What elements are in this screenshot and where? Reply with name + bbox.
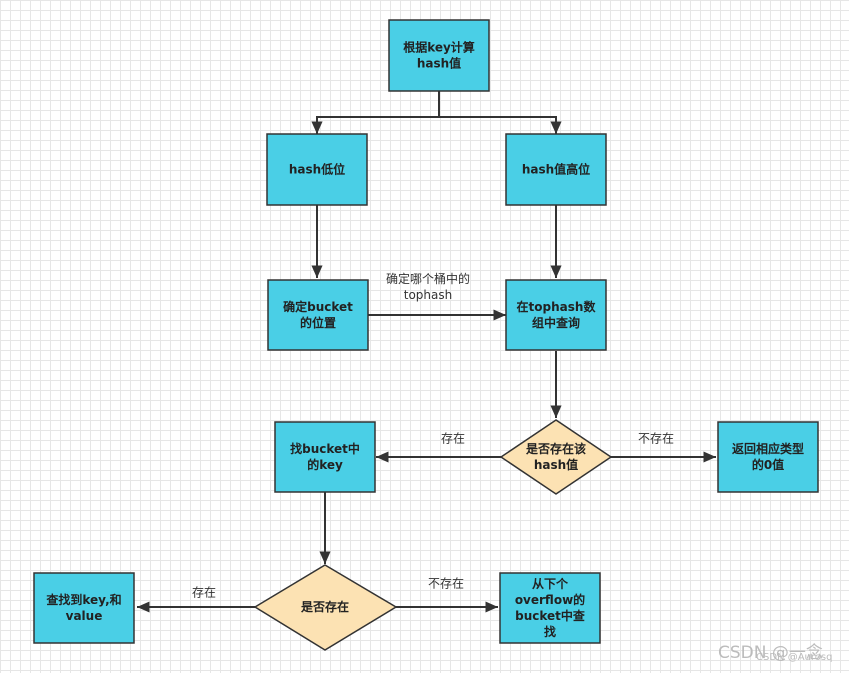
node-return-zero-text: 返回相应类型的0值 — [732, 441, 804, 472]
edge-label-key-exists-no: 不存在 — [428, 577, 464, 591]
text-line: 是否存在 — [300, 599, 349, 614]
node-hash-high-text: hash值高位 — [522, 161, 590, 176]
text-line: 的位置 — [300, 315, 336, 330]
text-line: 返回相应类型 — [732, 441, 804, 456]
node-found-key-value-text: 查找到key,和 value — [45, 592, 121, 623]
node-query-tophash: 在tophash数组中查询 — [505, 279, 607, 351]
node-find-key: 找bucket中的key — [274, 421, 376, 493]
node-hash-low: hash低位 — [266, 133, 368, 206]
text-line: 的0值 — [752, 457, 784, 472]
text-line: 从下个 — [532, 576, 569, 591]
watermark-main: CSDN @一念 — [718, 642, 823, 663]
text-line: 确定哪个桶中的 — [386, 271, 470, 286]
edges — [137, 91, 716, 613]
text-line: overflow的 — [515, 592, 585, 607]
text-line: hash低位 — [289, 161, 345, 176]
text-line: hash值 — [417, 55, 461, 70]
watermark: CSDN @一念 CSDN @Aurosq — [718, 642, 832, 663]
edge-compute-to-low — [311, 91, 440, 134]
text-line: 确定bucket — [283, 299, 353, 314]
text-line: 组中查询 — [532, 315, 580, 330]
node-return-zero: 返回相应类型的0值 — [717, 421, 819, 493]
edge-compute-to-high — [438, 91, 562, 134]
node-hash-high: hash值高位 — [505, 133, 607, 206]
text-line: 根据key计算 — [403, 39, 475, 54]
text-line: hash值 — [534, 457, 578, 472]
text-line: 是否存在该 — [525, 441, 586, 456]
text-line: 找 — [544, 624, 556, 639]
text-line: tophash — [404, 288, 452, 302]
text-line: 在tophash数 — [517, 299, 597, 314]
node-found-key-value: 查找到key,和 value — [33, 572, 135, 644]
decision-key-exists-text: 是否存在 — [300, 599, 349, 614]
node-find-key-text: 找bucket中的key — [290, 441, 360, 472]
text-line: bucket中查 — [515, 608, 586, 623]
edge-label-key-exists-yes: 存在 — [192, 586, 216, 600]
text-line: 查找到key,和 — [45, 592, 121, 607]
decision-key-exists: 是否存在 — [253, 564, 398, 651]
text-line: 找bucket中 — [290, 441, 360, 456]
text-line: value — [66, 609, 103, 623]
edge-label-which-bucket: 确定哪个桶中的 tophash — [386, 271, 470, 302]
node-query-tophash-text: 在tophash数组中查询 — [517, 299, 597, 330]
node-hash-low-text: hash低位 — [289, 161, 345, 176]
text-line: 的key — [307, 457, 343, 472]
watermark-sub: CSDN @Aurosq — [756, 652, 832, 663]
edge-label-hash-exists-yes: 存在 — [441, 432, 465, 446]
edge-label-hash-exists-no: 不存在 — [638, 432, 674, 446]
text-line: hash值高位 — [522, 161, 590, 176]
